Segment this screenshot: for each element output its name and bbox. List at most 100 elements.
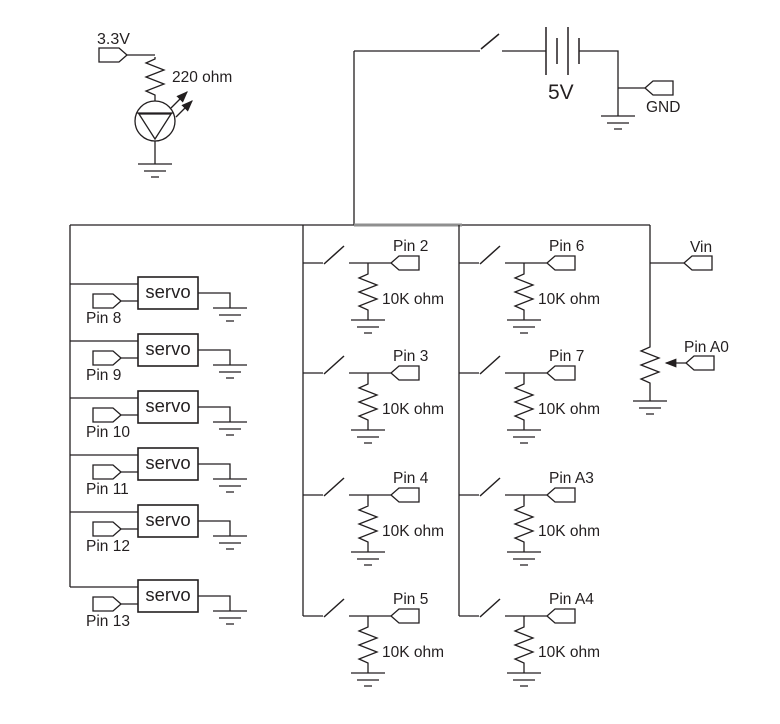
pin8-label: Pin 8 <box>86 310 121 327</box>
pin7-connector <box>546 365 576 381</box>
ground-symbol <box>601 115 635 130</box>
pin13-connector <box>92 596 122 612</box>
servo-box-label: servo <box>145 395 190 416</box>
switch-blade <box>323 355 345 375</box>
servo-box-label: servo <box>145 584 190 605</box>
battery-voltage-label: 5V <box>548 81 574 104</box>
resistor-220-symbol <box>144 57 166 97</box>
resistor-220-label: 220 ohm <box>172 69 232 86</box>
wire <box>303 494 391 504</box>
ground-symbol <box>351 319 385 334</box>
pinA0-connector <box>685 355 715 371</box>
supply-3v3-label: 3.3V <box>97 31 130 48</box>
ground-symbol <box>213 307 247 322</box>
led-symbol <box>134 100 176 142</box>
servo-channel-pin10: servo Pin 10 <box>70 390 247 441</box>
ground-symbol <box>213 421 247 436</box>
resistor-10k-symbol <box>357 625 379 665</box>
button-pullup-pin5: Pin 5 10K ohm <box>303 591 444 687</box>
servo-channel-pin11: servo Pin 11 <box>70 447 247 498</box>
pin3-label: Pin 3 <box>393 348 428 365</box>
switch-blade <box>323 477 345 497</box>
resistor-10k-label: 10K ohm <box>382 523 444 540</box>
resistor-10k-label: 10K ohm <box>538 291 600 308</box>
resistor-10k-label: 10K ohm <box>538 401 600 418</box>
servo-box <box>137 447 199 481</box>
switch-blade <box>479 477 501 497</box>
servo-box-label: servo <box>145 509 190 530</box>
button-pullup-pin2: Pin 2 10K ohm <box>303 238 444 334</box>
pin7-label: Pin 7 <box>549 348 584 365</box>
servo-box-label: servo <box>145 338 190 359</box>
pin12-connector <box>92 521 122 537</box>
pin11-connector <box>92 464 122 480</box>
ground-symbol <box>507 551 541 566</box>
vin-tap: Vin <box>650 239 713 271</box>
button-pullup-pin4: Pin 4 10K ohm <box>303 470 444 566</box>
button-pullup-pinA4: Pin A4 10K ohm <box>459 591 600 687</box>
potentiometer-pinA0: Pin A0 <box>633 339 729 415</box>
servo-box <box>137 276 199 310</box>
pin4-label: Pin 4 <box>393 470 429 487</box>
wire <box>459 372 547 382</box>
ground-symbol <box>351 429 385 444</box>
pin6-connector <box>546 255 576 271</box>
servo-box <box>137 333 199 367</box>
switch-blade <box>323 598 345 618</box>
pinA0-label: Pin A0 <box>684 339 729 356</box>
ground-symbol <box>213 478 247 493</box>
ground-symbol <box>213 364 247 379</box>
led-light-arrow <box>175 100 193 118</box>
servo-box <box>137 390 199 424</box>
ground-symbol <box>351 672 385 687</box>
pinA3-connector <box>546 487 576 503</box>
gnd-connector <box>644 80 674 96</box>
servo-channel-pin12: servo Pin 12 <box>70 504 247 555</box>
wire <box>70 511 231 536</box>
button-pullup-pin6: Pin 6 10K ohm <box>459 238 600 334</box>
servo-box <box>137 504 199 538</box>
ground-symbol <box>507 319 541 334</box>
resistor-10k-symbol <box>513 272 535 312</box>
wire <box>70 340 231 365</box>
resistor-10k-symbol <box>513 625 535 665</box>
power-supply-circuit: 5V GND <box>353 27 680 225</box>
resistor-10k-symbol <box>513 504 535 544</box>
ground-symbol <box>138 163 172 178</box>
pin10-label: Pin 10 <box>86 424 130 441</box>
led-triangle <box>137 113 173 141</box>
pin5-label: Pin 5 <box>393 591 428 608</box>
switch-blade <box>479 598 501 618</box>
wire <box>70 283 231 308</box>
wire <box>303 372 391 382</box>
pin10-connector <box>92 407 122 423</box>
resistor-10k-symbol <box>357 382 379 422</box>
led-light-arrow <box>170 91 188 109</box>
servo-channel-pin13: servo Pin 13 <box>70 579 247 630</box>
pin3-connector <box>390 365 420 381</box>
pin2-label: Pin 2 <box>393 238 428 255</box>
ground-symbol <box>507 672 541 687</box>
power-bus <box>69 223 651 616</box>
pin6-label: Pin 6 <box>549 238 584 255</box>
resistor-10k-label: 10K ohm <box>382 401 444 418</box>
resistor-10k-label: 10K ohm <box>382 644 444 661</box>
pinA3-label: Pin A3 <box>549 470 594 487</box>
pin9-connector <box>92 350 122 366</box>
button-pullup-pinA3: Pin A3 10K ohm <box>459 470 600 566</box>
vin-connector <box>683 255 713 271</box>
servo-channel-pin8: servo Pin 8 <box>70 276 247 327</box>
wire <box>303 262 391 272</box>
switch-blade <box>323 245 345 265</box>
resistor-10k-symbol <box>357 504 379 544</box>
servo-box <box>137 579 199 613</box>
servo-box-label: servo <box>145 281 190 302</box>
vin-label: Vin <box>690 239 712 256</box>
wire <box>459 262 547 272</box>
pinA4-connector <box>546 608 576 624</box>
ground-symbol <box>633 400 667 415</box>
pinA4-label: Pin A4 <box>549 591 594 608</box>
wire <box>459 494 547 504</box>
resistor-10k-label: 10K ohm <box>538 644 600 661</box>
